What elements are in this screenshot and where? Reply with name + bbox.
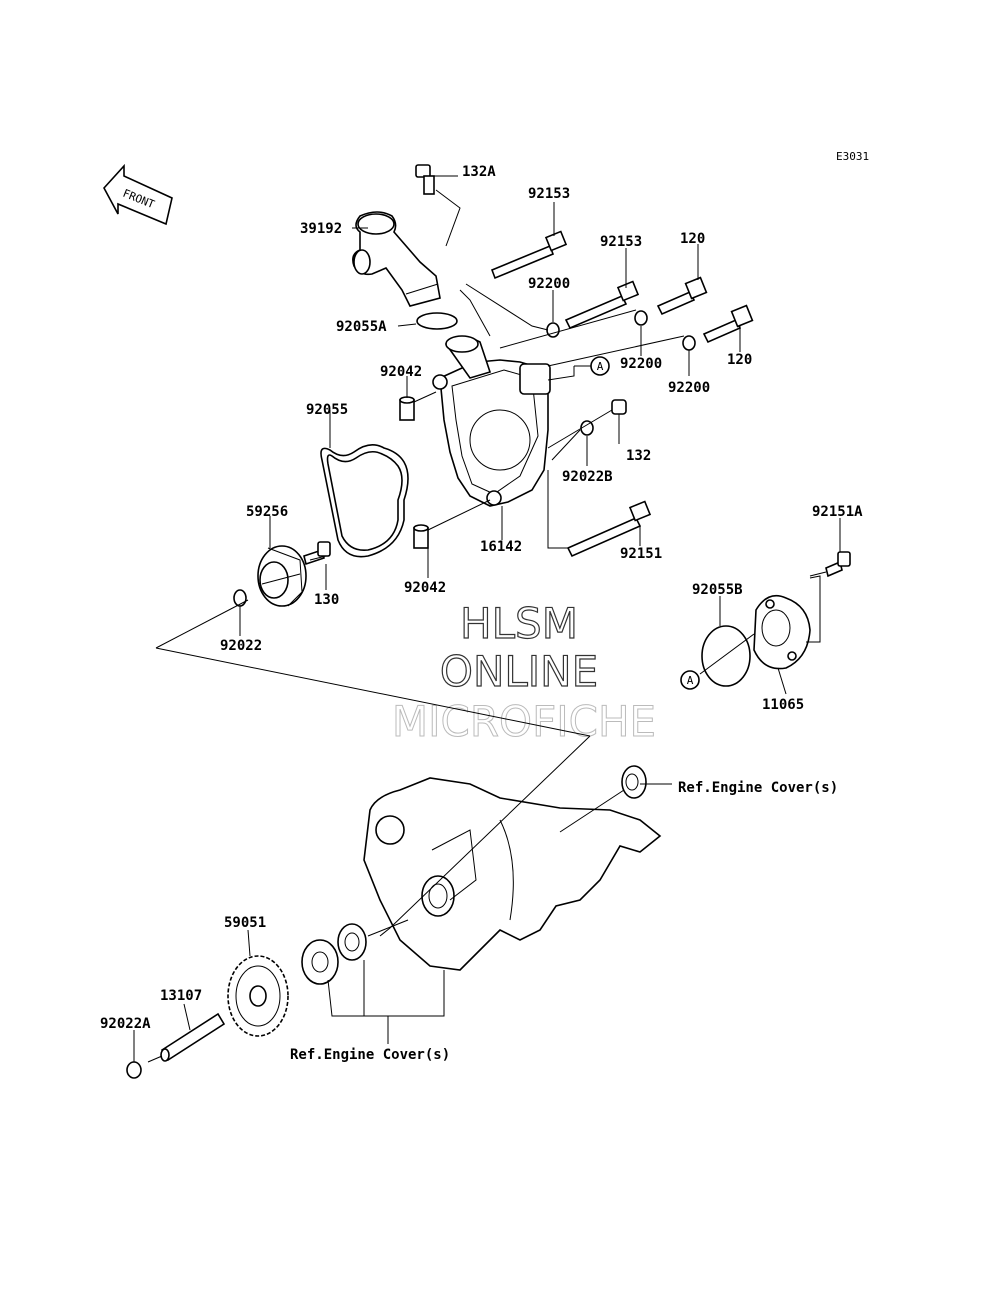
label-92151A[interactable]: 92151A <box>812 504 863 520</box>
gear-59051[interactable] <box>227 955 289 1037</box>
seal-ref-cover-b <box>337 923 367 961</box>
leader-lines <box>133 175 841 1063</box>
label-13107[interactable]: 13107 <box>160 988 202 1004</box>
label-132[interactable]: 132 <box>626 448 651 464</box>
label-59051[interactable]: 59051 <box>224 915 266 931</box>
washer-92200-a[interactable] <box>546 322 560 338</box>
label-16142[interactable]: 16142 <box>480 539 522 555</box>
label-92153-a[interactable]: 92153 <box>528 186 570 202</box>
bolt-120-upper[interactable] <box>656 276 708 316</box>
bolt-92153-short[interactable] <box>564 280 640 330</box>
drain-bolt-132[interactable] <box>611 399 627 415</box>
watermark-line1: HLSM <box>460 599 578 648</box>
washer-92022B[interactable] <box>580 420 594 436</box>
watermark: HLSM ONLINE MICROFICHE <box>391 598 656 746</box>
ref-marker-a-upper: A <box>590 356 610 376</box>
dowel-pin-92042-upper[interactable] <box>399 396 415 421</box>
label-92200-c[interactable]: 92200 <box>668 380 710 396</box>
watermark-line2: ONLINE <box>440 647 598 696</box>
diagram-code: E3031 <box>836 150 869 163</box>
label-92151[interactable]: 92151 <box>620 546 662 562</box>
washer-92200-c[interactable] <box>682 335 696 351</box>
o-ring-92055A[interactable] <box>416 312 458 330</box>
bolt-92153-long[interactable] <box>490 230 568 280</box>
label-92055[interactable]: 92055 <box>306 402 348 418</box>
label-ref-engine-cover-b[interactable]: Ref.Engine Cover(s) <box>290 1047 450 1063</box>
gasket-92055[interactable] <box>320 444 409 558</box>
label-92055A[interactable]: 92055A <box>336 319 387 335</box>
label-92200-a[interactable]: 92200 <box>528 276 570 292</box>
engine-cover-body <box>363 777 662 971</box>
water-pump-cover-16142[interactable] <box>432 335 551 507</box>
front-arrow-icon: FRONT <box>103 163 173 226</box>
label-92042-a[interactable]: 92042 <box>380 364 422 380</box>
label-92022[interactable]: 92022 <box>220 638 262 654</box>
label-92200-b[interactable]: 92200 <box>620 356 662 372</box>
dowel-pin-92042-lower[interactable] <box>413 524 429 549</box>
washer-92200-b[interactable] <box>634 310 648 326</box>
ref-marker-a-lower-text: A <box>687 674 694 687</box>
label-120-a[interactable]: 120 <box>680 231 705 247</box>
label-92042-b[interactable]: 92042 <box>404 580 446 596</box>
part-labels: 132A 39192 92153 92153 120 92200 92055A … <box>100 164 863 1063</box>
seal-ref-cover-a <box>621 765 647 799</box>
label-92055B[interactable]: 92055B <box>692 582 743 598</box>
label-130[interactable]: 130 <box>314 592 339 608</box>
impeller-59256[interactable] <box>257 545 307 607</box>
label-92153-b[interactable]: 92153 <box>600 234 642 250</box>
ref-marker-a-lower: A <box>680 670 700 690</box>
bolt-120-lower[interactable] <box>702 304 754 344</box>
label-132A[interactable]: 132A <box>462 164 496 180</box>
bearing-ref-cover-b <box>301 939 339 985</box>
shaft-13107[interactable] <box>160 1012 226 1062</box>
label-120-b[interactable]: 120 <box>727 352 752 368</box>
bleeder-bolt-132A[interactable] <box>415 164 435 195</box>
label-92022A[interactable]: 92022A <box>100 1016 151 1032</box>
label-ref-engine-cover-a[interactable]: Ref.Engine Cover(s) <box>678 780 838 796</box>
label-92022B[interactable]: 92022B <box>562 469 613 485</box>
o-ring-92055B[interactable] <box>701 625 751 687</box>
ref-marker-a-upper-text: A <box>597 360 604 373</box>
washer-92022A[interactable] <box>126 1061 142 1079</box>
bolt-92151[interactable] <box>566 500 652 558</box>
label-11065[interactable]: 11065 <box>762 697 804 713</box>
bolt-130[interactable] <box>303 541 331 566</box>
water-pipe-39192[interactable] <box>352 211 441 307</box>
cap-11065[interactable] <box>753 594 811 670</box>
washer-92022[interactable] <box>233 589 247 607</box>
label-59256[interactable]: 59256 <box>246 504 288 520</box>
bolt-92151A[interactable] <box>825 551 851 578</box>
label-39192[interactable]: 39192 <box>300 221 342 237</box>
